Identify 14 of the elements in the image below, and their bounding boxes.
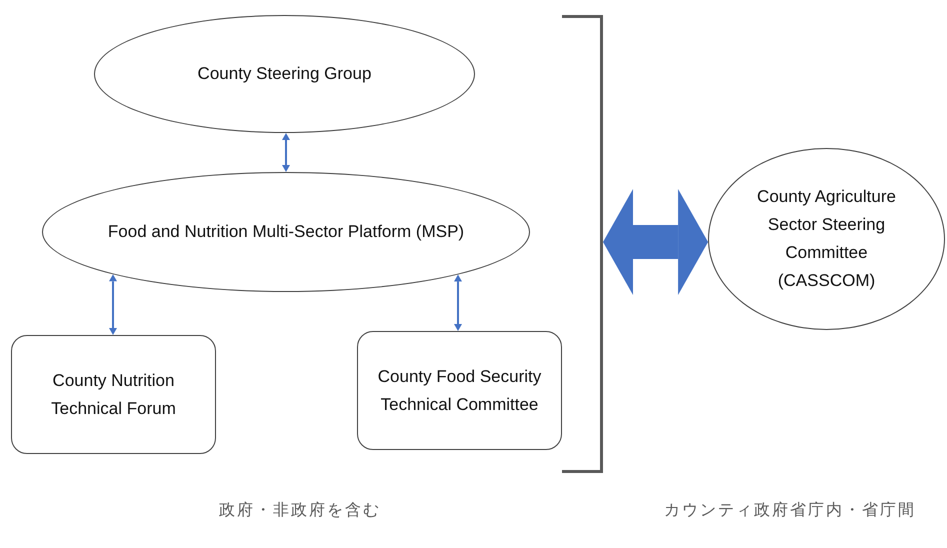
node-label: County Agriculture Sector Steering Committee (CASSCOM) (757, 186, 896, 292)
rounded-box (11, 335, 216, 454)
caption-label: カウンティ政府省庁内・省庁間 (663, 499, 917, 521)
caption-label: 政府・非政府を含む (218, 499, 382, 521)
rounded-box (357, 331, 562, 450)
node-label: County Nutrition Technical Forum (50, 370, 177, 420)
bracket (561, 15, 603, 473)
arrow (109, 274, 117, 335)
arrow (282, 133, 290, 172)
arrow (454, 274, 462, 331)
node-label: County Food Security Technical Committee (376, 366, 542, 416)
node-label: County Steering Group (198, 63, 372, 85)
block-arrow (603, 189, 708, 295)
node-label: Food and Nutrition Multi-Sector Platform (MSP) (108, 221, 464, 243)
